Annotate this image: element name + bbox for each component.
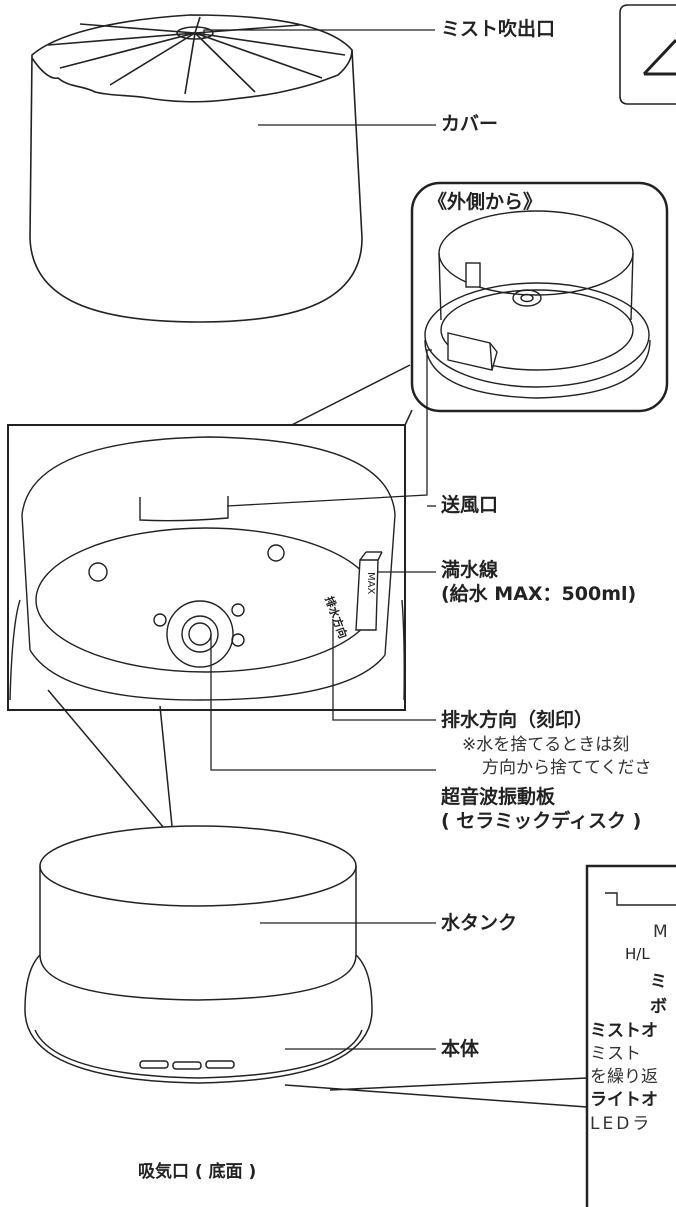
full-line-label: 満水線 [441,559,499,581]
cover-label: カバー [441,113,499,135]
warning-box [619,4,676,105]
panel-line-9: LEDラ [590,1114,653,1134]
drain-note-line1: ※水を捨てるときは刻 [462,735,630,755]
max-engraving: MAX [365,572,376,594]
panel-line-5: ミストオ [590,1021,658,1041]
panel-line-2: H/L [625,945,650,963]
drain-note-line2: 方向から捨ててくださ [482,758,652,778]
panel-line-6: ミスト [590,1044,641,1064]
cover-illustration [29,14,363,323]
panel-line-1: M [653,922,668,942]
product-assembled [24,825,373,1084]
tank-interior-view: MAX 排水方向 [7,424,406,711]
ultrasonic-sub-label: ( セラミックディスク ) [441,810,642,832]
outside-view-inset [410,181,669,413]
panel-line-4: ボ [650,997,667,1017]
panel-line-3: ミ [650,972,667,992]
ultrasonic-label: 超音波振動板 [441,786,556,808]
body-label: 本体 [441,1038,480,1060]
panel-line-7: を繰り返 [590,1067,658,1087]
warning-triangle-icon [642,38,676,76]
right-panel-frame [284,864,676,1207]
air-intake-label: 吸気口 ( 底面 ) [138,1162,257,1182]
mist-outlet-label: ミスト吹出口 [441,18,556,40]
outside-view-label: 《外側から》 [428,191,543,213]
water-tank-label: 水タンク [441,912,518,934]
drain-direction-label: 排水方向（刻印） [441,709,594,731]
full-line-sub-label: (給水 MAX：500ml) [441,583,637,605]
air-outlet-label: 送風口 [441,494,499,516]
panel-line-8: ライトオ [590,1090,658,1110]
